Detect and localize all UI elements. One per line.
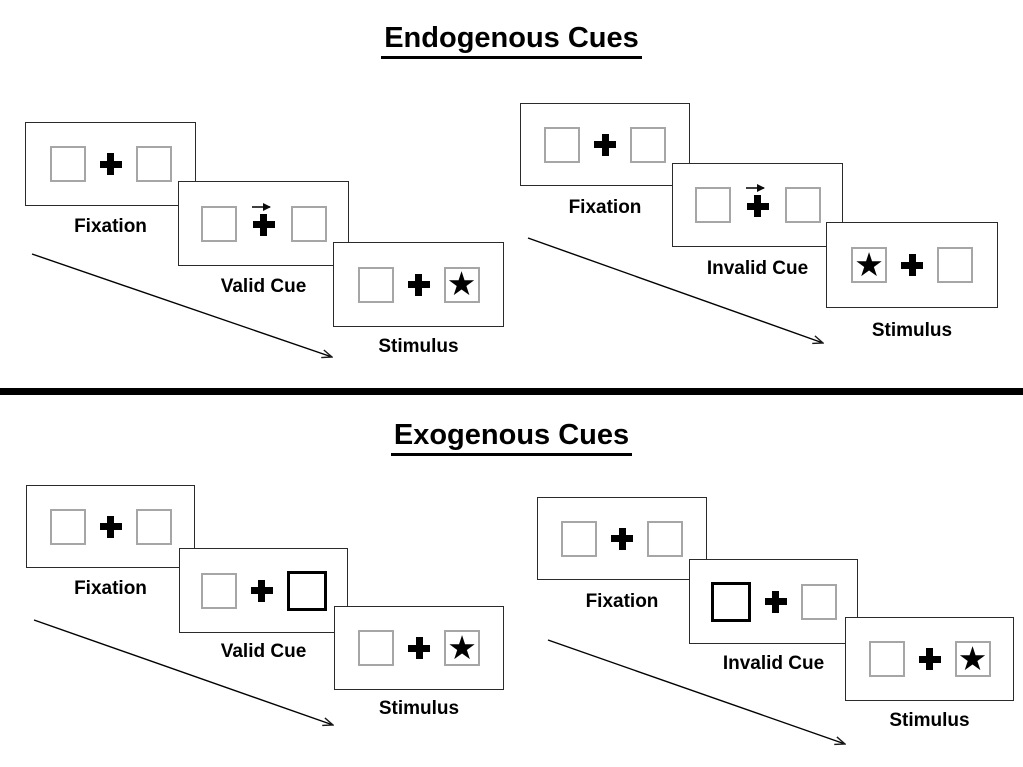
left-placeholder-box (561, 520, 597, 557)
fixation-cross-icon (918, 648, 941, 670)
star-stimulus-box: ★ (851, 247, 887, 283)
frame-label-fixation: Fixation (585, 591, 659, 612)
fixation-card (537, 497, 707, 580)
left-placeholder-box (49, 146, 86, 182)
frame-label-stimulus: Stimulus (889, 710, 970, 731)
left-placeholder-box (200, 572, 237, 609)
frame-label-fixation: Fixation (74, 578, 147, 599)
fixation-cross-icon (746, 195, 769, 217)
right-placeholder-box (784, 187, 821, 223)
fixation-cross-icon (764, 590, 787, 613)
right-placeholder-box (937, 247, 973, 283)
frame-label-stimulus: Stimulus (871, 320, 953, 341)
right-placeholder-box (135, 508, 172, 545)
left-placeholder-box (357, 266, 394, 303)
section-title-endogenous: Endogenous Cues (0, 22, 1023, 59)
section-title-exogenous: Exogenous Cues (0, 419, 1023, 456)
fixation-card (26, 485, 195, 568)
invalid-cue-card (672, 163, 843, 247)
star-icon: ★ (447, 627, 477, 667)
right-placeholder-box (630, 126, 666, 163)
right-arrow-cue-icon (251, 202, 271, 211)
timeline-arrow (527, 237, 830, 350)
star-icon: ★ (446, 264, 477, 303)
stimulus-card: ★ (826, 222, 998, 308)
star-icon: ★ (854, 244, 884, 284)
star-icon: ★ (957, 638, 988, 678)
bold-cue-box-right (286, 570, 327, 611)
stimulus-card: ★ (333, 242, 504, 327)
frame-label-fixation: Fixation (74, 216, 147, 237)
star-stimulus-box: ★ (954, 638, 991, 678)
star-stimulus-box: ★ (443, 264, 480, 303)
section-divider (0, 388, 1023, 395)
right-placeholder-box (290, 205, 327, 242)
frame-label-stimulus: Stimulus (378, 336, 459, 357)
left-placeholder-box (544, 126, 580, 163)
fixation-cross-icon (250, 579, 273, 602)
frame-label-valid-cue: Valid Cue (220, 276, 307, 297)
fixation-cross-icon (252, 213, 275, 236)
frame-label-invalid-cue: Invalid Cue (722, 653, 825, 674)
stimulus-card: ★ (334, 606, 504, 690)
left-placeholder-box (49, 508, 86, 545)
fixation-cross-icon (611, 527, 633, 550)
frame-label-stimulus: Stimulus (378, 698, 460, 719)
left-placeholder-box (868, 641, 905, 677)
fixation-cross-icon (901, 254, 923, 276)
fixation-cross-icon (99, 153, 122, 175)
frame-label-valid-cue: Valid Cue (220, 641, 307, 662)
left-placeholder-box (200, 205, 237, 242)
timeline-arrow (547, 639, 854, 750)
timeline-arrow (33, 619, 342, 732)
fixation-cross-icon (99, 515, 122, 538)
right-placeholder-box (647, 520, 683, 557)
stimulus-card: ★ (845, 617, 1014, 701)
star-stimulus-box: ★ (444, 630, 480, 666)
section-title-exogenous-text: Exogenous Cues (390, 419, 633, 456)
fixation-card (520, 103, 690, 186)
timeline-arrow (31, 253, 344, 366)
right-arrow-cue-icon (745, 184, 765, 192)
section-title-endogenous-text: Endogenous Cues (381, 22, 642, 59)
fixation-card (25, 122, 196, 206)
bold-cue-box-left (710, 581, 751, 622)
valid-cue-card (179, 548, 348, 633)
invalid-cue-card (689, 559, 858, 644)
fixation-cross-icon (594, 133, 616, 156)
frame-label-fixation: Fixation (568, 197, 642, 218)
right-placeholder-box (800, 583, 837, 620)
right-placeholder-box (135, 146, 172, 182)
frame-label-invalid-cue: Invalid Cue (706, 258, 809, 279)
valid-cue-card (178, 181, 349, 266)
left-placeholder-box (358, 630, 394, 666)
fixation-cross-icon (408, 637, 430, 659)
left-placeholder-box (694, 187, 731, 223)
fixation-cross-icon (407, 273, 430, 296)
